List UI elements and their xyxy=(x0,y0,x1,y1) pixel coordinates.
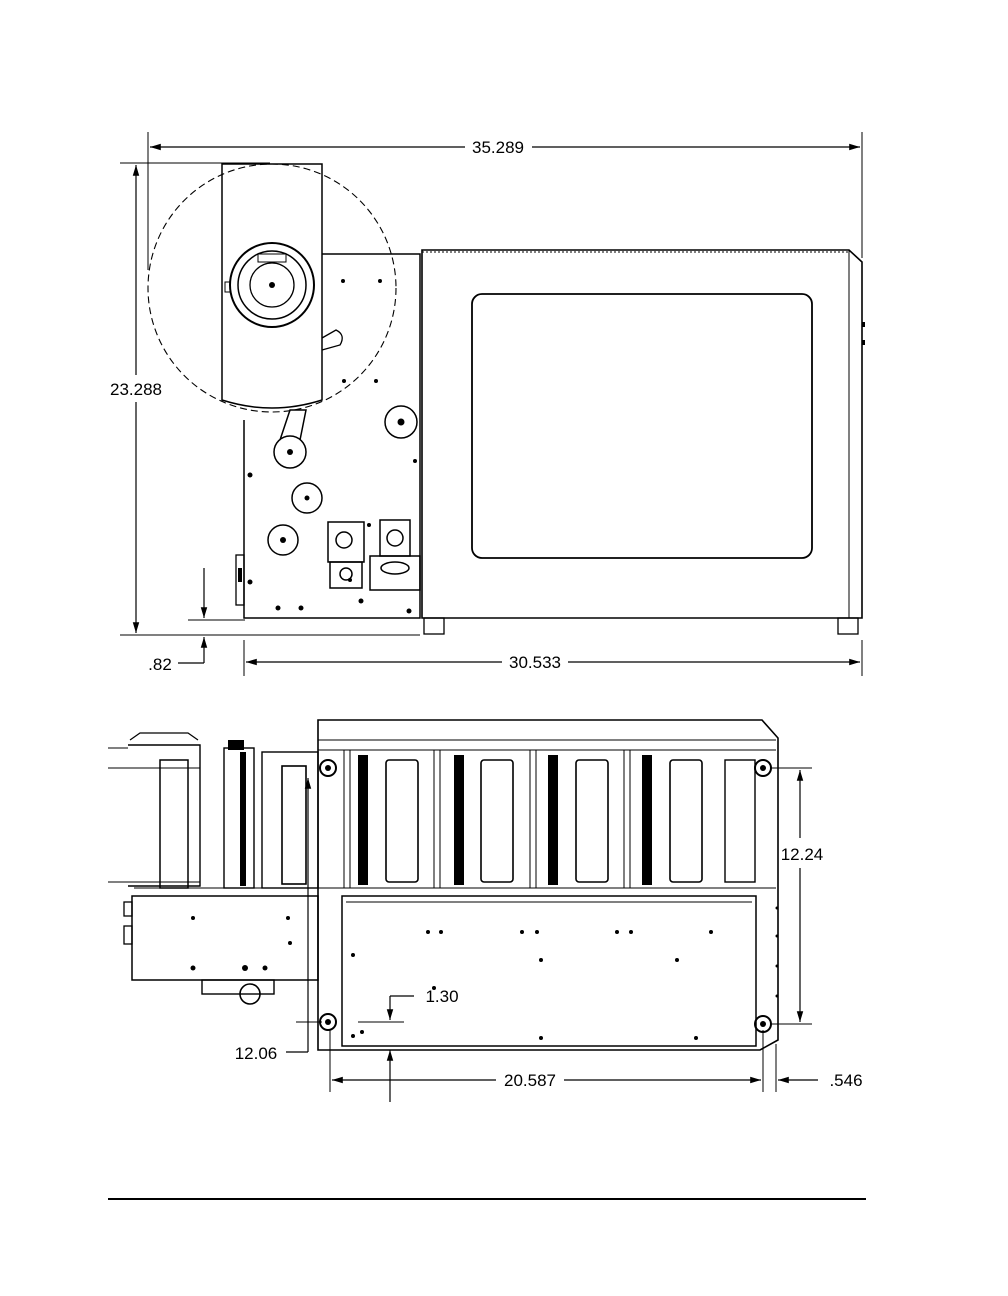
dim-label-foot-inset: .546 xyxy=(829,1071,862,1090)
dim-foot-offset-small: 1.30 xyxy=(358,987,459,1102)
dim-base-offset: .82 xyxy=(148,568,204,674)
dim-base-length: 30.533 xyxy=(246,653,860,672)
window-panel xyxy=(472,294,812,558)
dim-label-overall-height: 23.288 xyxy=(110,380,162,399)
dim-depth-to-front: 12.06 xyxy=(235,778,322,1063)
dim-label-base-offset: .82 xyxy=(148,655,172,674)
front-view: 35.289 23.288 .82 30.533 xyxy=(110,132,865,676)
dim-label-overall-length: 35.289 xyxy=(472,138,524,157)
dim-overall-length: 35.289 xyxy=(150,138,860,157)
dim-label-foot-offset-small: 1.30 xyxy=(425,987,458,1006)
dim-label-base-length: 30.533 xyxy=(509,653,561,672)
cartridge-bays xyxy=(344,750,755,888)
dim-label-rail-spacing: 12.24 xyxy=(781,845,824,864)
dim-label-foot-spacing: 20.587 xyxy=(504,1071,556,1090)
dim-foot-inset: .546 xyxy=(778,1071,863,1090)
dim-overall-height: 23.288 xyxy=(110,165,162,633)
top-view: 12.24 1.30 12.06 20.587 xyxy=(108,720,863,1102)
dim-label-depth-to-front: 12.06 xyxy=(235,1044,278,1063)
dim-foot-spacing: 20.587 xyxy=(330,1030,776,1092)
